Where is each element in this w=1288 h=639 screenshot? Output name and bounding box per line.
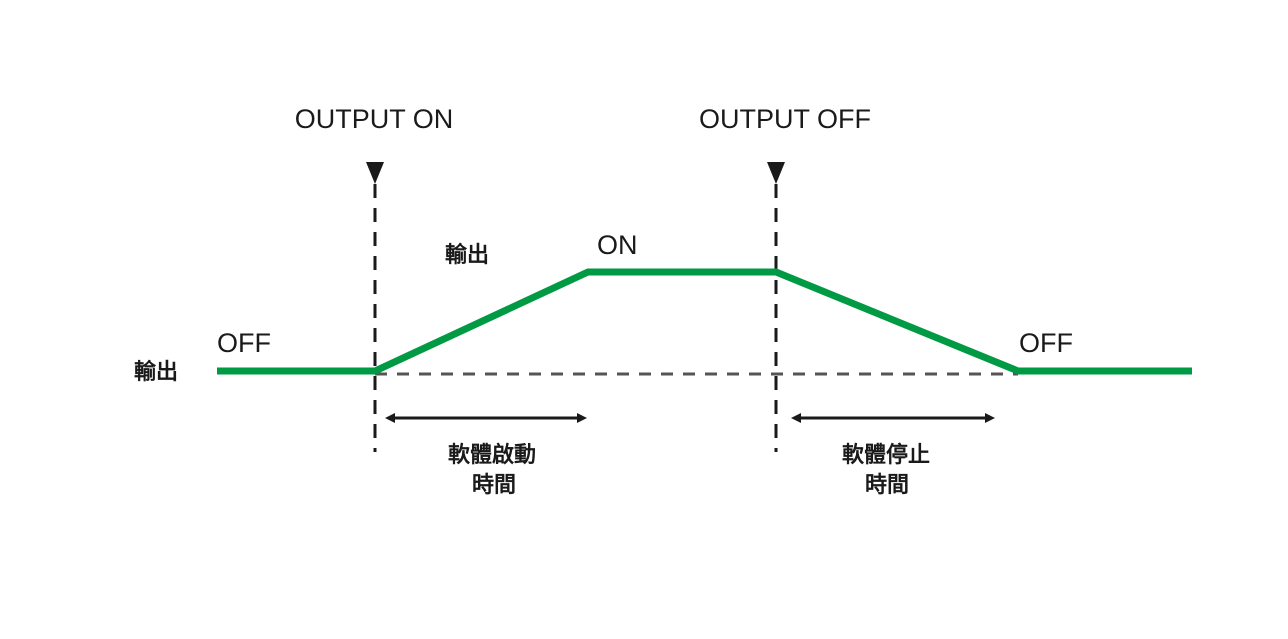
soft-start-time-label-line1: 軟體啟動 bbox=[448, 442, 536, 468]
output-axis-label: 輸出 bbox=[134, 359, 178, 385]
output-ramp-label: 輸出 bbox=[445, 242, 489, 268]
state-off-right-label: OFF bbox=[1019, 328, 1073, 358]
soft-stop-time-label-line2: 時間 bbox=[865, 473, 909, 498]
state-on-label: ON bbox=[597, 230, 638, 260]
soft-stop-time-label-line1: 軟體停止 bbox=[842, 442, 930, 468]
output-on-label: OUTPUT ON bbox=[295, 104, 454, 134]
output-on-marker-icon bbox=[366, 162, 384, 184]
state-off-left-label: OFF bbox=[217, 328, 271, 358]
output-signal-line bbox=[217, 268, 1192, 375]
output-off-label: OUTPUT OFF bbox=[699, 104, 871, 134]
output-off-marker-icon bbox=[767, 162, 785, 184]
soft-start-time-label-line2: 時間 bbox=[472, 473, 516, 498]
